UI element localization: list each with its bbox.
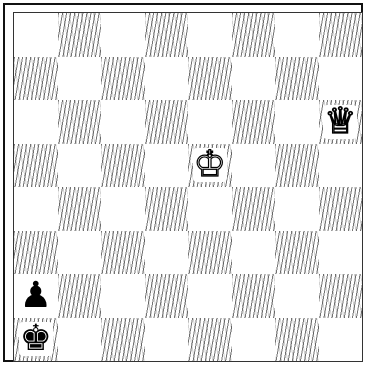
square-g5[interactable] bbox=[275, 144, 319, 188]
square-b8[interactable] bbox=[58, 13, 102, 57]
square-e4[interactable] bbox=[188, 187, 232, 231]
square-h3[interactable] bbox=[319, 231, 363, 275]
chess-diagram: ♕ ♔ ♟ ♚ bbox=[3, 3, 363, 362]
square-d2[interactable] bbox=[145, 274, 189, 318]
square-h7[interactable] bbox=[319, 57, 363, 101]
square-a6[interactable] bbox=[14, 100, 58, 144]
square-f4[interactable] bbox=[232, 187, 276, 231]
square-a4[interactable] bbox=[14, 187, 58, 231]
chess-board: ♕ ♔ ♟ ♚ bbox=[13, 12, 363, 362]
square-h5[interactable] bbox=[319, 144, 363, 188]
square-b4[interactable] bbox=[58, 187, 102, 231]
square-h8[interactable] bbox=[319, 13, 363, 57]
square-b1[interactable] bbox=[58, 318, 102, 362]
square-c5[interactable] bbox=[101, 144, 145, 188]
square-b3[interactable] bbox=[58, 231, 102, 275]
square-a2[interactable]: ♟ bbox=[14, 274, 58, 318]
square-g3[interactable] bbox=[275, 231, 319, 275]
square-d7[interactable] bbox=[145, 57, 189, 101]
square-h4[interactable] bbox=[319, 187, 363, 231]
square-c7[interactable] bbox=[101, 57, 145, 101]
square-e5[interactable]: ♔ bbox=[188, 144, 232, 188]
square-b2[interactable] bbox=[58, 274, 102, 318]
square-g8[interactable] bbox=[275, 13, 319, 57]
square-a7[interactable] bbox=[14, 57, 58, 101]
square-c1[interactable] bbox=[101, 318, 145, 362]
square-b7[interactable] bbox=[58, 57, 102, 101]
square-a1[interactable]: ♚ bbox=[14, 318, 58, 362]
square-a8[interactable] bbox=[14, 13, 58, 57]
square-e6[interactable] bbox=[188, 100, 232, 144]
white-king-icon[interactable]: ♔ bbox=[194, 147, 226, 183]
white-queen-icon[interactable]: ♕ bbox=[324, 104, 356, 140]
square-g7[interactable] bbox=[275, 57, 319, 101]
black-king-icon[interactable]: ♚ bbox=[20, 321, 52, 357]
square-h6[interactable]: ♕ bbox=[319, 100, 363, 144]
square-f5[interactable] bbox=[232, 144, 276, 188]
square-b6[interactable] bbox=[58, 100, 102, 144]
square-d3[interactable] bbox=[145, 231, 189, 275]
square-a3[interactable] bbox=[14, 231, 58, 275]
square-g6[interactable] bbox=[275, 100, 319, 144]
square-e3[interactable] bbox=[188, 231, 232, 275]
square-f8[interactable] bbox=[232, 13, 276, 57]
square-h2[interactable] bbox=[319, 274, 363, 318]
square-d6[interactable] bbox=[145, 100, 189, 144]
square-b5[interactable] bbox=[58, 144, 102, 188]
square-c8[interactable] bbox=[101, 13, 145, 57]
square-d5[interactable] bbox=[145, 144, 189, 188]
square-c3[interactable] bbox=[101, 231, 145, 275]
square-g1[interactable] bbox=[275, 318, 319, 362]
square-e1[interactable] bbox=[188, 318, 232, 362]
square-f3[interactable] bbox=[232, 231, 276, 275]
square-c6[interactable] bbox=[101, 100, 145, 144]
square-h1[interactable] bbox=[319, 318, 363, 362]
square-a5[interactable] bbox=[14, 144, 58, 188]
square-e7[interactable] bbox=[188, 57, 232, 101]
square-e2[interactable] bbox=[188, 274, 232, 318]
square-d8[interactable] bbox=[145, 13, 189, 57]
black-pawn-icon[interactable]: ♟ bbox=[20, 278, 52, 314]
square-e8[interactable] bbox=[188, 13, 232, 57]
square-f1[interactable] bbox=[232, 318, 276, 362]
square-d1[interactable] bbox=[145, 318, 189, 362]
square-f6[interactable] bbox=[232, 100, 276, 144]
square-g4[interactable] bbox=[275, 187, 319, 231]
square-c2[interactable] bbox=[101, 274, 145, 318]
square-f2[interactable] bbox=[232, 274, 276, 318]
square-f7[interactable] bbox=[232, 57, 276, 101]
square-d4[interactable] bbox=[145, 187, 189, 231]
square-g2[interactable] bbox=[275, 274, 319, 318]
square-c4[interactable] bbox=[101, 187, 145, 231]
